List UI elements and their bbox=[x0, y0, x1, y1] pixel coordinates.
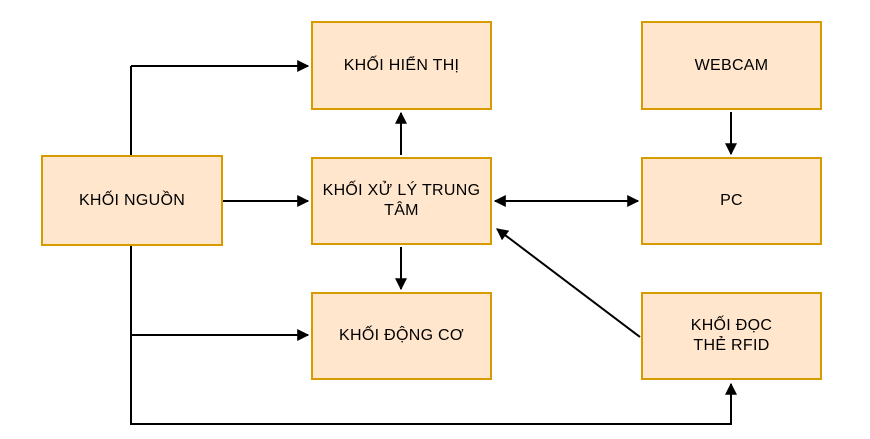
node-motor-block: KHỐI ĐỘNG CƠ bbox=[311, 292, 492, 380]
edge-rfid-to-cpu bbox=[496, 228, 641, 338]
node-webcam-label: WEBCAM bbox=[694, 56, 769, 74]
node-pc: PC bbox=[641, 157, 822, 245]
node-power-block-label: KHỐI NGUỒN bbox=[78, 191, 186, 209]
node-display-block: KHỐI HIỂN THỊ bbox=[311, 21, 492, 110]
node-rfid-reader-block-label: KHỐI ĐỌC THẺ RFID bbox=[690, 317, 773, 354]
node-motor-block-label: KHỐI ĐỘNG CƠ bbox=[339, 327, 464, 344]
node-pc-label: PC bbox=[720, 192, 743, 209]
node-central-processing-block-label: KHỐI XỬ LÝ TRUNG TÂM bbox=[322, 182, 481, 219]
node-power-block: KHỐI NGUỒN bbox=[41, 155, 223, 246]
node-webcam: WEBCAM bbox=[641, 21, 822, 110]
node-rfid-reader-block: KHỐI ĐỌC THẺ RFID bbox=[641, 292, 822, 380]
node-display-block-label: KHỐI HIỂN THỊ bbox=[343, 56, 460, 74]
node-central-processing-block: KHỐI XỬ LÝ TRUNG TÂM bbox=[311, 157, 492, 245]
